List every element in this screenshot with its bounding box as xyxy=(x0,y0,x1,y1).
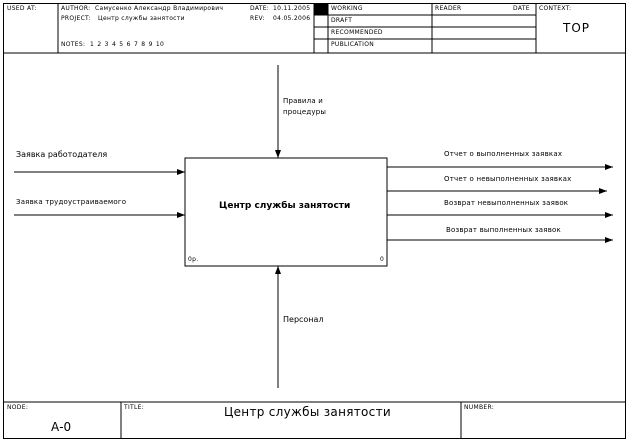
function-box-title: Центр службы занятости xyxy=(219,201,351,211)
output-label-return-uncompleted: Возврат невыполненных заявок xyxy=(444,199,569,207)
project-label: PROJECT: xyxy=(61,15,91,22)
working-status-marker xyxy=(314,3,328,15)
function-box[interactable] xyxy=(184,157,388,267)
node-value: А-0 xyxy=(51,420,72,434)
notes-label: NOTES: xyxy=(61,41,86,48)
status-working[interactable]: WORKING xyxy=(331,5,363,12)
footer-grid xyxy=(3,401,626,439)
input-label-jobseeker-request: Заявка трудоустраиваемого xyxy=(16,198,127,206)
mechanism-label: Персонал xyxy=(283,315,324,324)
status-publication[interactable]: PUBLICATION xyxy=(331,41,375,48)
control-label-line-1: Правила и xyxy=(283,97,324,105)
title-label: TITLE: xyxy=(124,404,145,411)
diagram-title: Центр службы занятости xyxy=(224,405,391,419)
rev-value: 04.05.2006 xyxy=(273,15,311,22)
date-value: 10.11.2005 xyxy=(273,5,311,12)
function-box-cost: 0р. xyxy=(188,256,199,263)
used-at-label: USED AT: xyxy=(7,5,37,12)
notes-values: 1 2 3 4 5 6 7 8 9 10 xyxy=(90,41,165,48)
output-label-completed-report: Отчет о выполненных заявках xyxy=(444,150,563,158)
project-value: Центр службы занятости xyxy=(98,15,185,22)
rev-label: REV: xyxy=(250,15,265,22)
date-label: DATE: xyxy=(250,5,270,12)
author-value: Самусенко Александр Владимирович xyxy=(95,5,224,12)
output-label-uncompleted-report: Отчет о невыполненных заявках xyxy=(444,175,572,183)
input-label-employer-request: Заявка работодателя xyxy=(16,150,108,159)
context-value: TOP xyxy=(563,21,591,35)
context-label: CONTEXT: xyxy=(539,5,572,12)
author-label: AUTHOR: xyxy=(61,5,91,12)
status-recommended[interactable]: RECOMMENDED xyxy=(331,29,383,36)
node-label: NODE: xyxy=(7,404,29,411)
number-label: NUMBER: xyxy=(464,404,495,411)
control-label-line-2: процедуры xyxy=(283,108,327,116)
reader-date-label: DATE xyxy=(513,5,530,12)
reader-label: READER xyxy=(435,5,462,12)
output-label-return-completed: Возврат выполненных заявок xyxy=(446,226,561,234)
function-box-number: 0 xyxy=(380,256,385,263)
status-draft[interactable]: DRAFT xyxy=(331,17,353,24)
